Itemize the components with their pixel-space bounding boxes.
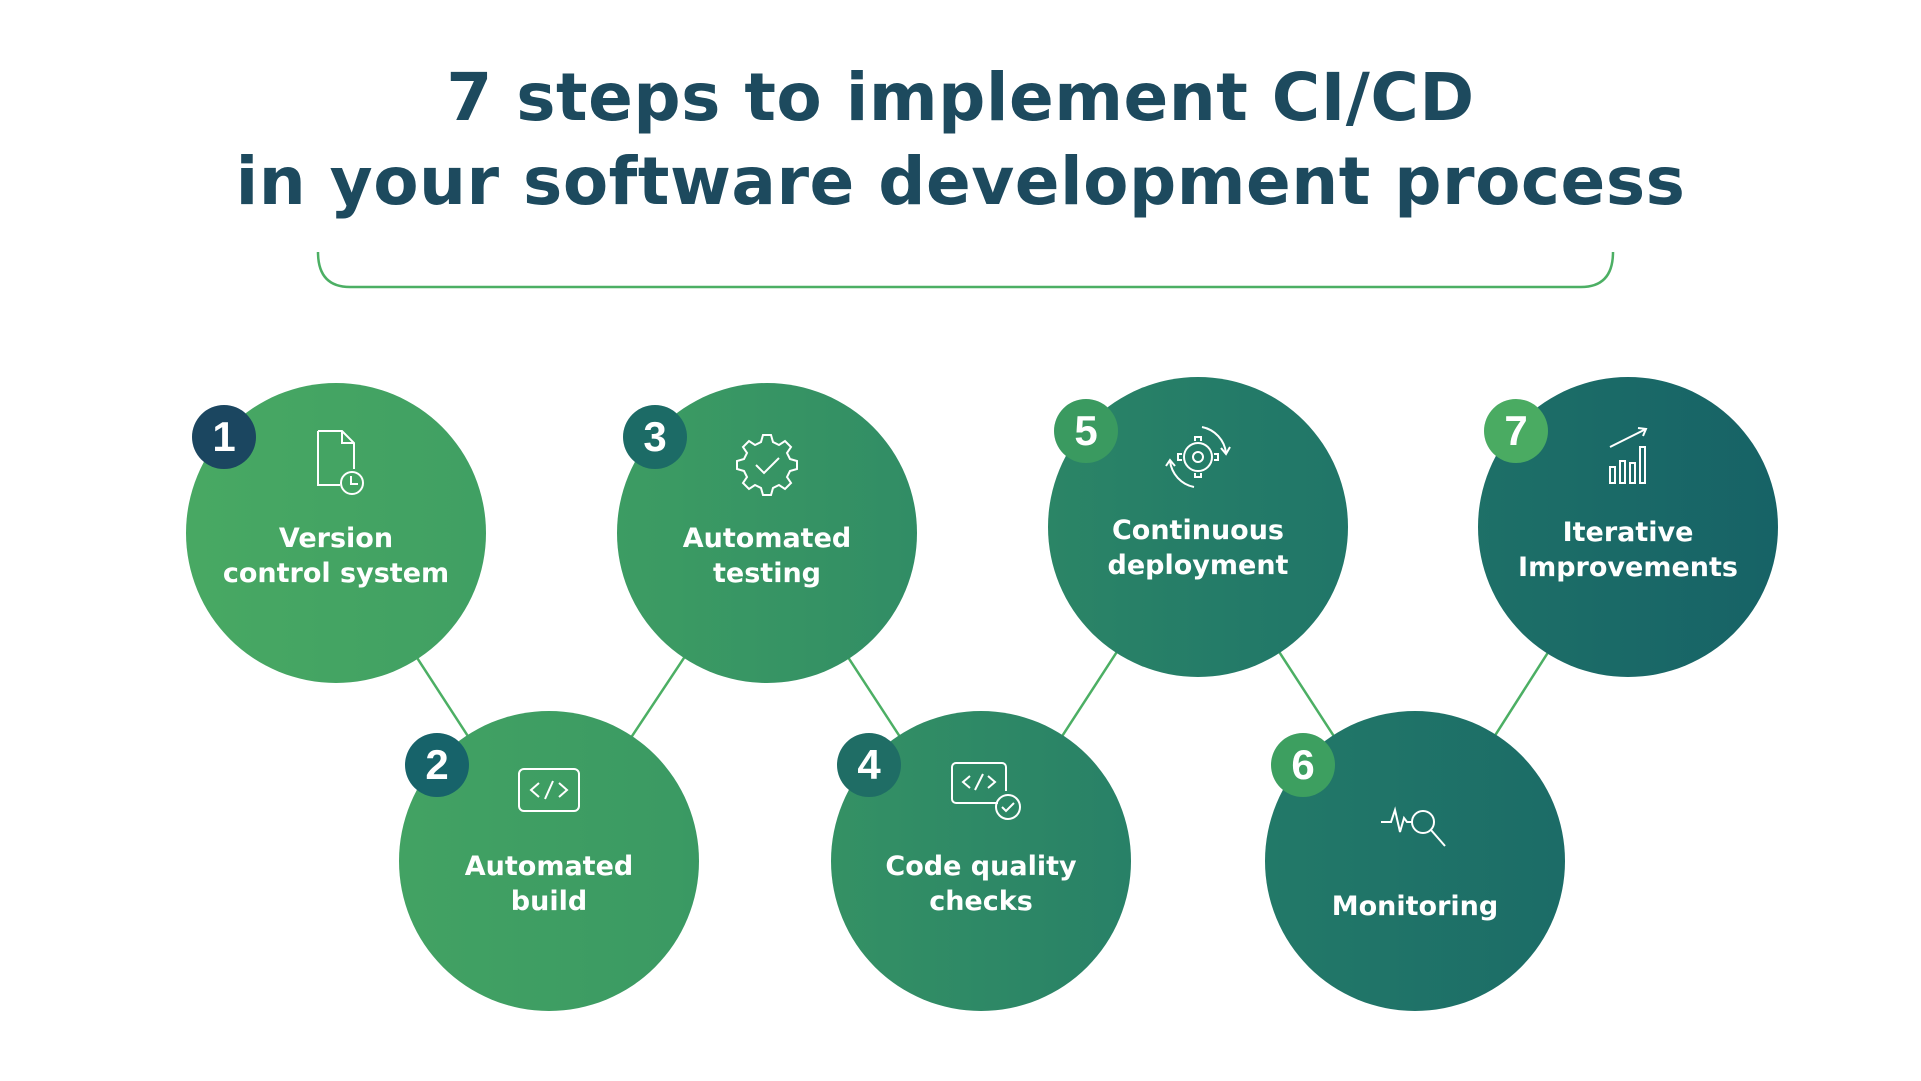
step-3-badge: 3 — [623, 405, 687, 469]
gear-check-icon — [736, 434, 798, 496]
step-7-badge: 7 — [1484, 399, 1548, 463]
step-label: Automated — [464, 851, 634, 882]
bar-chart-up-icon — [1609, 427, 1648, 484]
step-label: Code quality — [885, 851, 1077, 882]
step-label: checks — [929, 886, 1033, 917]
title-underline-bracket — [316, 251, 1615, 289]
code-check-icon — [951, 762, 1021, 820]
code-brackets-icon — [518, 768, 580, 812]
step-label: Iterative — [1562, 517, 1694, 548]
pulse-search-icon — [1381, 806, 1446, 847]
step-label: Improvements — [1518, 552, 1738, 583]
step-label: control system — [222, 558, 450, 589]
title-line-1: 7 steps to implement CI/CD — [446, 59, 1475, 136]
step-5-badge: 5 — [1054, 399, 1118, 463]
step-6-badge: 6 — [1271, 733, 1335, 797]
step-1-badge: 1 — [192, 405, 256, 469]
step-label: Version — [278, 523, 394, 554]
page-title: 7 steps to implement CI/CD in your softw… — [0, 56, 1921, 224]
gear-cycle-icon — [1165, 426, 1231, 488]
step-label: Automated — [682, 523, 852, 554]
title-line-2: in your software development process — [235, 143, 1686, 220]
step-label: deployment — [1107, 550, 1289, 581]
step-4-badge: 4 — [837, 733, 901, 797]
step-label: Monitoring — [1331, 891, 1499, 922]
file-history-icon — [317, 430, 364, 495]
step-label: build — [510, 886, 588, 917]
step-label: testing — [713, 558, 821, 589]
step-label: Continuous — [1111, 515, 1285, 546]
step-2-badge: 2 — [405, 733, 469, 797]
